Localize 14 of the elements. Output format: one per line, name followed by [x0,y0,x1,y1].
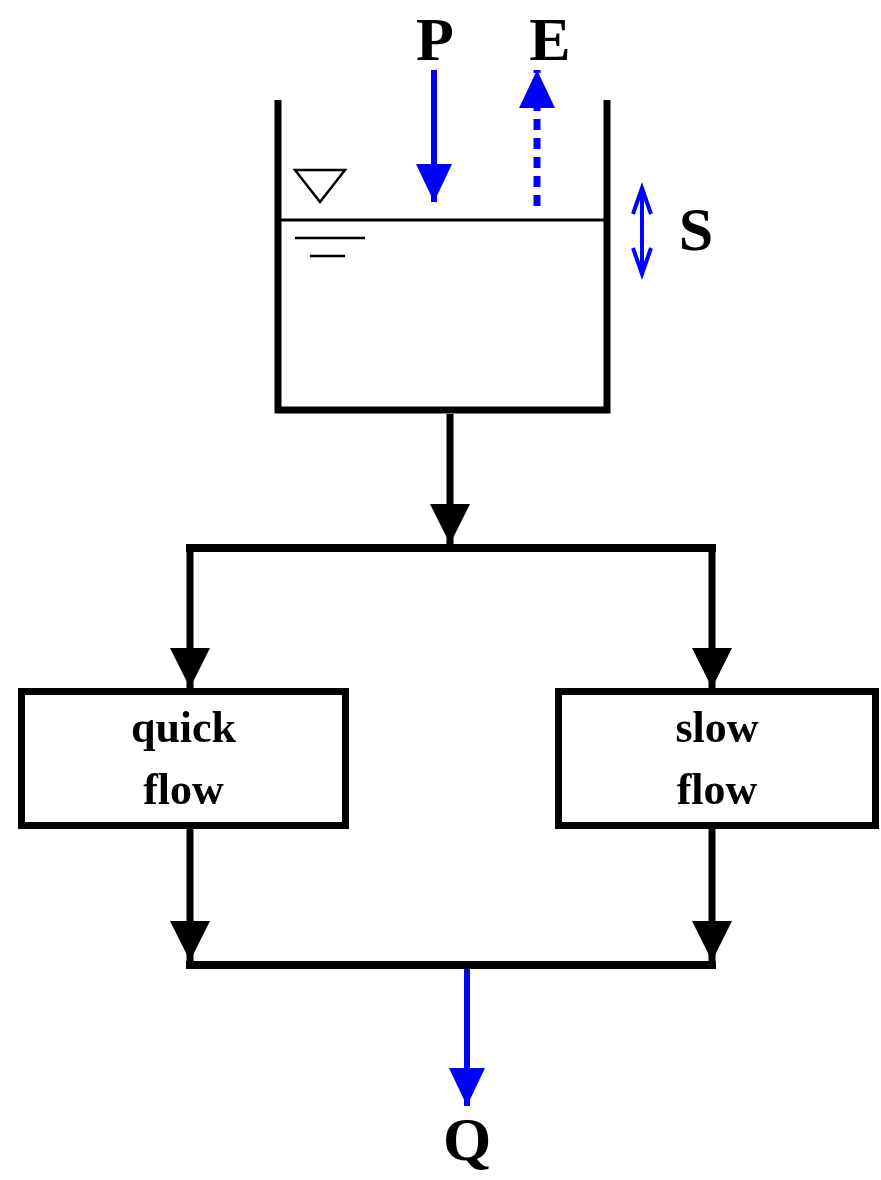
box-label: quick flow [129,701,238,816]
box-label: slow flow [674,701,760,816]
variable-label: E [515,6,585,70]
junction-bar [186,961,716,969]
process-box [18,688,349,829]
process-box [555,688,879,829]
arrow [449,969,485,1106]
arrow [416,70,452,202]
arrow [170,829,210,961]
variable-label: S [677,196,715,262]
variable-label: Q [430,1106,504,1176]
arrow [692,829,732,961]
variable-label: P [400,6,470,70]
junction-bar [186,544,716,552]
